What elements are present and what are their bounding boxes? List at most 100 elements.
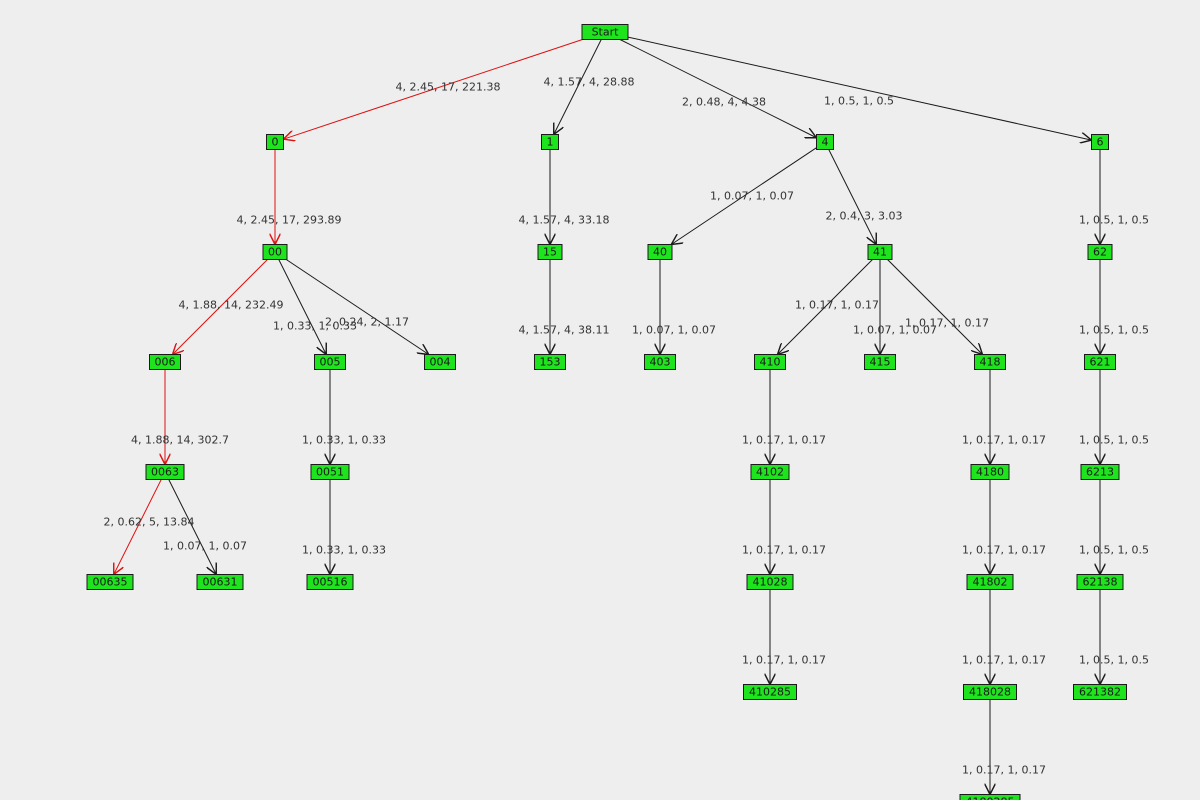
node-box[interactable] bbox=[581, 24, 629, 40]
node-0051[interactable]: 0051 bbox=[310, 464, 350, 480]
node-label: 0063 bbox=[151, 466, 179, 479]
edge-label-418028-to-4180285: 1, 0.17, 1, 0.17 bbox=[962, 764, 1046, 777]
node-box[interactable] bbox=[750, 464, 790, 480]
node-label: 415 bbox=[870, 356, 891, 369]
node-4180285[interactable]: 4180285 bbox=[959, 794, 1021, 800]
node-label: 418 bbox=[980, 356, 1001, 369]
node-410285[interactable]: 410285 bbox=[743, 684, 797, 700]
node-box[interactable] bbox=[306, 574, 354, 590]
node-Start[interactable]: Start bbox=[581, 24, 629, 40]
node-621[interactable]: 621 bbox=[1084, 354, 1116, 370]
edge-00-to-004 bbox=[285, 259, 429, 355]
edge-4-to-40 bbox=[671, 147, 817, 245]
node-415[interactable]: 415 bbox=[864, 354, 896, 370]
edge-label-Start-to-0: 4, 2.45, 17, 221.38 bbox=[396, 81, 501, 94]
node-62138[interactable]: 62138 bbox=[1076, 574, 1124, 590]
node-label: 00516 bbox=[313, 576, 348, 589]
node-box[interactable] bbox=[867, 244, 893, 260]
node-box[interactable] bbox=[647, 244, 673, 260]
edge-label-621-to-6213: 1, 0.5, 1, 0.5 bbox=[1079, 434, 1149, 447]
node-box[interactable] bbox=[266, 134, 284, 150]
node-box[interactable] bbox=[1091, 134, 1109, 150]
node-box[interactable] bbox=[196, 574, 244, 590]
node-box[interactable] bbox=[963, 684, 1017, 700]
node-box[interactable] bbox=[149, 354, 181, 370]
node-153[interactable]: 153 bbox=[534, 354, 566, 370]
node-box[interactable] bbox=[746, 574, 794, 590]
node-box[interactable] bbox=[424, 354, 456, 370]
node-box[interactable] bbox=[966, 574, 1014, 590]
node-00[interactable]: 00 bbox=[262, 244, 288, 260]
node-box[interactable] bbox=[816, 134, 834, 150]
node-40[interactable]: 40 bbox=[647, 244, 673, 260]
node-box[interactable] bbox=[1080, 464, 1120, 480]
node-box[interactable] bbox=[644, 354, 676, 370]
node-box[interactable] bbox=[534, 354, 566, 370]
edge-Start-to-1 bbox=[554, 39, 602, 135]
node-box[interactable] bbox=[145, 464, 185, 480]
node-1[interactable]: 1 bbox=[541, 134, 559, 150]
node-label: 005 bbox=[320, 356, 341, 369]
node-box[interactable] bbox=[314, 354, 346, 370]
node-403[interactable]: 403 bbox=[644, 354, 676, 370]
node-0[interactable]: 0 bbox=[266, 134, 284, 150]
node-621382[interactable]: 621382 bbox=[1073, 684, 1127, 700]
node-006[interactable]: 006 bbox=[149, 354, 181, 370]
node-box[interactable] bbox=[1087, 244, 1113, 260]
node-4[interactable]: 4 bbox=[816, 134, 834, 150]
node-0063[interactable]: 0063 bbox=[145, 464, 185, 480]
node-6213[interactable]: 6213 bbox=[1080, 464, 1120, 480]
node-label: 4180 bbox=[976, 466, 1004, 479]
node-62[interactable]: 62 bbox=[1087, 244, 1113, 260]
node-box[interactable] bbox=[262, 244, 288, 260]
node-00631[interactable]: 00631 bbox=[196, 574, 244, 590]
node-box[interactable] bbox=[537, 244, 563, 260]
node-box[interactable] bbox=[310, 464, 350, 480]
node-41[interactable]: 41 bbox=[867, 244, 893, 260]
node-41028[interactable]: 41028 bbox=[746, 574, 794, 590]
node-005[interactable]: 005 bbox=[314, 354, 346, 370]
node-box[interactable] bbox=[974, 354, 1006, 370]
node-00635[interactable]: 00635 bbox=[86, 574, 134, 590]
node-label: 4102 bbox=[756, 466, 784, 479]
node-label: 403 bbox=[650, 356, 671, 369]
edge-Start-to-0-highlighted bbox=[284, 39, 583, 140]
edge-41-to-418 bbox=[887, 259, 983, 355]
node-004[interactable]: 004 bbox=[424, 354, 456, 370]
node-box[interactable] bbox=[970, 464, 1010, 480]
node-00516[interactable]: 00516 bbox=[306, 574, 354, 590]
node-box[interactable] bbox=[743, 684, 797, 700]
edge-label-Start-to-6: 1, 0.5, 1, 0.5 bbox=[824, 95, 894, 108]
node-box[interactable] bbox=[959, 794, 1021, 800]
node-label: 40 bbox=[653, 246, 667, 259]
node-box[interactable] bbox=[1073, 684, 1127, 700]
node-15[interactable]: 15 bbox=[537, 244, 563, 260]
edge-label-4-to-41: 2, 0.4, 3, 3.03 bbox=[826, 210, 903, 223]
node-box[interactable] bbox=[1076, 574, 1124, 590]
node-label: 4180285 bbox=[966, 796, 1015, 800]
node-4102[interactable]: 4102 bbox=[750, 464, 790, 480]
edge-label-41802-to-418028: 1, 0.17, 1, 0.17 bbox=[962, 654, 1046, 667]
node-box[interactable] bbox=[86, 574, 134, 590]
node-410[interactable]: 410 bbox=[754, 354, 786, 370]
node-label: Start bbox=[592, 26, 620, 39]
edge-label-6213-to-62138: 1, 0.5, 1, 0.5 bbox=[1079, 544, 1149, 557]
node-label: 153 bbox=[540, 356, 561, 369]
node-label: 62 bbox=[1093, 246, 1107, 259]
node-6[interactable]: 6 bbox=[1091, 134, 1109, 150]
edge-label-00-to-006: 4, 1.88, 14, 232.49 bbox=[179, 299, 284, 312]
edge-Start-to-6 bbox=[627, 36, 1092, 140]
node-label: 6 bbox=[1097, 136, 1104, 149]
edge-label-00-to-005: 1, 0.33, 1, 0.33 bbox=[273, 320, 357, 333]
node-418[interactable]: 418 bbox=[974, 354, 1006, 370]
node-box[interactable] bbox=[754, 354, 786, 370]
node-41802[interactable]: 41802 bbox=[966, 574, 1014, 590]
node-box[interactable] bbox=[864, 354, 896, 370]
edge-label-Start-to-1: 4, 1.57, 4, 28.88 bbox=[544, 76, 635, 89]
node-418028[interactable]: 418028 bbox=[963, 684, 1017, 700]
nodes-layer: Start 0 1 4 6 00 15 40 41 62 006 005 004 153 403 410 415… bbox=[86, 24, 1127, 800]
edge-00-to-006-highlighted bbox=[173, 259, 268, 355]
node-box[interactable] bbox=[1084, 354, 1116, 370]
node-box[interactable] bbox=[541, 134, 559, 150]
node-4180[interactable]: 4180 bbox=[970, 464, 1010, 480]
